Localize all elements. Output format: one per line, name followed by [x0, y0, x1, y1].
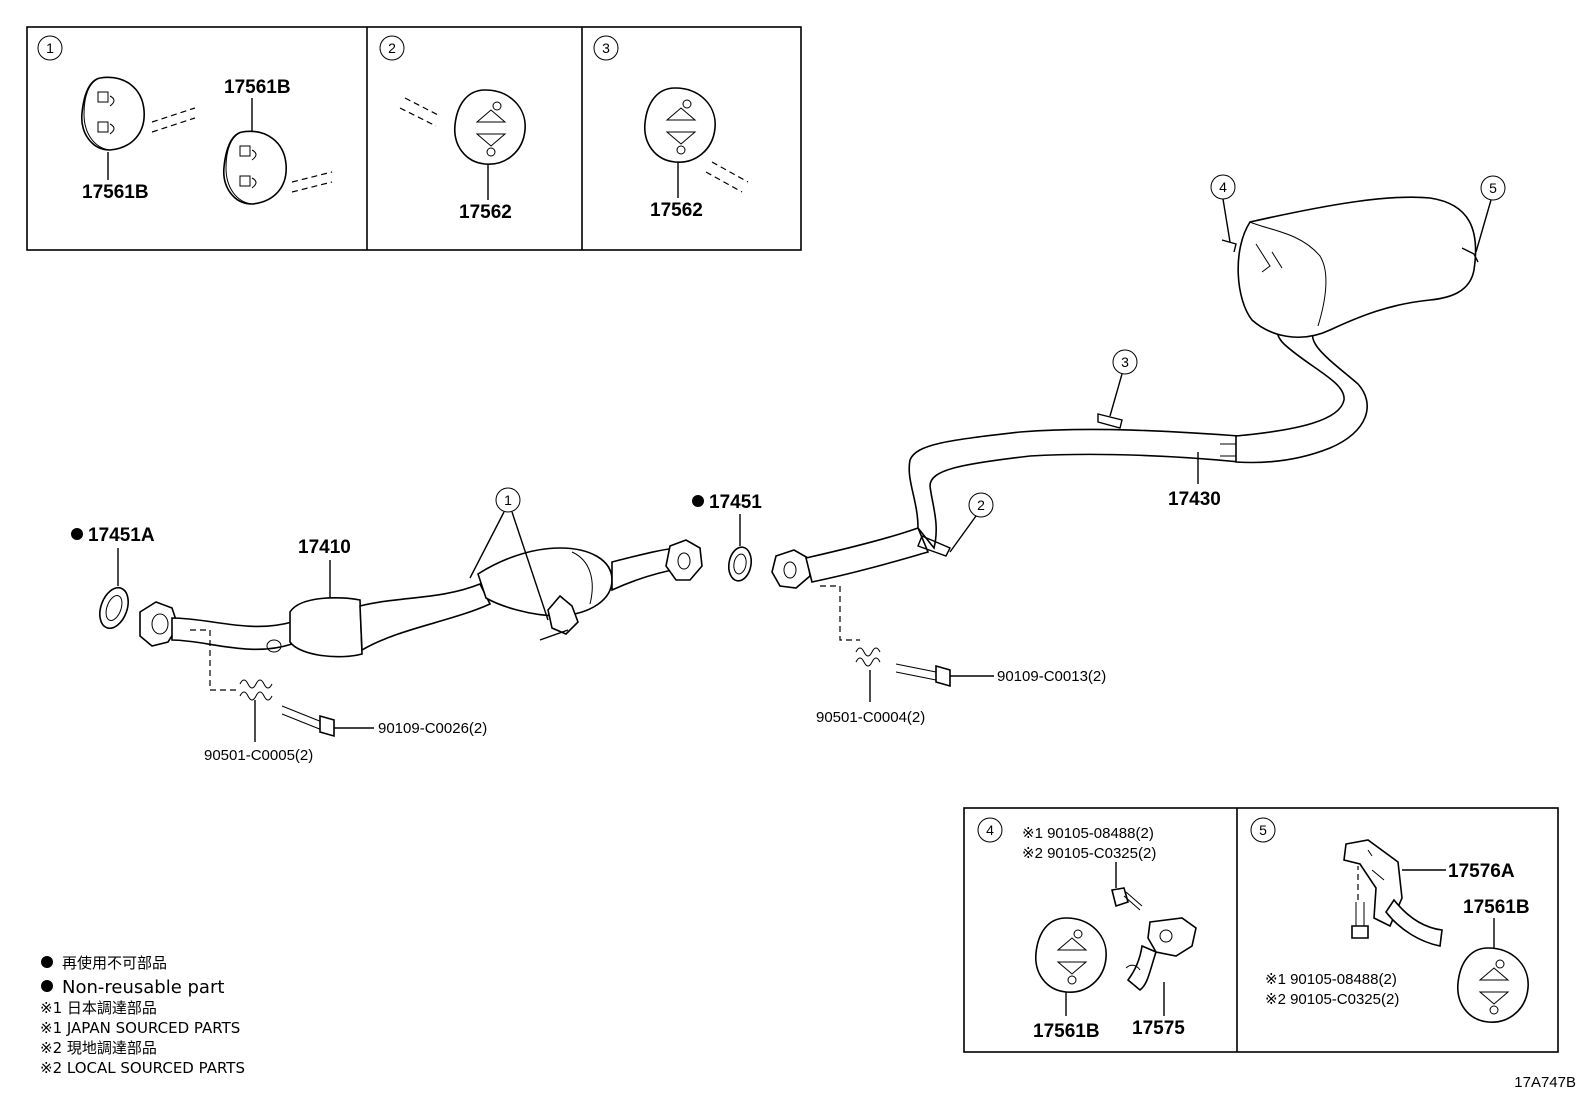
legend: 再使用不可部品 Non-reusable part ※1 日本調達部品 ※1 J… — [40, 954, 245, 1077]
callout-label-1-main: 1 — [504, 492, 512, 508]
callout-label-2: 2 — [388, 40, 396, 56]
part-label-17561B-a: 17561B — [82, 182, 149, 203]
callout-circle-4 — [977, 817, 1003, 843]
bolt-icon — [895, 663, 951, 688]
legend-dot-icon — [41, 980, 53, 992]
inset-frame-bottom — [963, 807, 1559, 1053]
catalytic-converter-front — [289, 596, 363, 658]
muffler — [1237, 196, 1477, 338]
part-label-17451: 17451 — [709, 492, 762, 513]
callout-label-3: 3 — [602, 40, 610, 56]
callout-label-1: 1 — [46, 40, 54, 56]
legend-jp-japan: ※1 日本調達部品 — [40, 999, 157, 1017]
diagram-code: 17A747B — [1514, 1074, 1576, 1091]
flange-rear — [665, 539, 703, 581]
bolt-note-1-a: ※1 90105-08488(2) — [1022, 825, 1154, 842]
callout-circle-5-main — [1480, 175, 1506, 201]
gasket-17451: 17451 — [692, 492, 762, 582]
bolt-icon — [281, 705, 335, 738]
part-label-17561B-b: 17561B — [224, 77, 291, 98]
inset-1: 1 17561B 17561B — [37, 35, 333, 205]
inset-4: 4 ※1 90105-08488(2) ※2 90105-C0325(2) 17… — [977, 817, 1197, 1042]
callout-label-5: 5 — [1259, 822, 1267, 838]
callout-label-2-main: 2 — [977, 497, 985, 513]
bolt-icon — [1111, 887, 1143, 911]
part-label-90501-C0004: 90501-C0004(2) — [816, 709, 925, 726]
non-reusable-dot — [692, 495, 704, 507]
gasket-17451A-icon — [99, 586, 129, 630]
tail-pipe-assembly-17430: 2 3 4 5 17430 90109-C0013(2) 90501-C0004… — [771, 174, 1506, 726]
callout-circle-3-main — [1112, 349, 1138, 375]
hanger-rod-4 — [1221, 239, 1237, 253]
legend-en-local: ※2 LOCAL SOURCED PARTS — [40, 1059, 245, 1077]
inset-3: 3 17562 — [593, 35, 749, 221]
part-label-90109-C0026: 90109-C0026(2) — [378, 720, 487, 737]
part-label-17430: 17430 — [1168, 489, 1221, 510]
inset-panel-bottom: 4 ※1 90105-08488(2) ※2 90105-C0325(2) 17… — [963, 807, 1559, 1053]
part-label-17575: 17575 — [1132, 1018, 1185, 1039]
hanger-rod-2 — [917, 535, 951, 557]
part-label-17451A: 17451A — [88, 525, 155, 546]
callout-circle-2-main — [968, 492, 994, 518]
bolt-icon — [1351, 902, 1369, 939]
legend-en-japan: ※1 JAPAN SOURCED PARTS — [40, 1019, 240, 1037]
legend-dot-icon — [41, 956, 53, 968]
part-label-90109-C0013: 90109-C0013(2) — [997, 668, 1106, 685]
hanger-bracket — [547, 594, 579, 635]
part-label-17561B-c: 17561B — [1033, 1021, 1100, 1042]
bolt-note-2-b: ※2 90105-C0325(2) — [1265, 991, 1399, 1008]
bolt-note-2-a: ※2 90105-C0325(2) — [1022, 845, 1156, 862]
rubber-hanger-icon — [454, 89, 526, 165]
callout-circle-3 — [593, 35, 619, 61]
inset-panel-top: 1 17561B 17561B 2 — [26, 26, 802, 251]
part-label-17576A: 17576A — [1448, 861, 1515, 882]
rubber-hanger-icon — [1035, 917, 1107, 993]
callout-circle-1 — [37, 35, 63, 61]
part-label-17561B-d: 17561B — [1463, 897, 1530, 918]
callout-label-4: 4 — [986, 822, 994, 838]
rubber-hanger-icon — [1457, 947, 1529, 1023]
rubber-hanger-icon — [81, 76, 145, 151]
legend-jp-nonreuse: 再使用不可部品 — [62, 954, 167, 972]
inset-frame-top — [26, 26, 802, 251]
callout-label-4-main: 4 — [1219, 179, 1227, 195]
part-label-17562-b: 17562 — [650, 200, 703, 221]
hanger-bracket-icon — [1343, 839, 1443, 947]
part-label-90501-C0005: 90501-C0005(2) — [204, 747, 313, 764]
front-pipe-assembly-17410: 17451A 17410 1 — [71, 487, 703, 764]
legend-jp-local: ※2 現地調達部品 — [40, 1039, 157, 1057]
callout-circle-2 — [379, 35, 405, 61]
rubber-hanger-icon — [223, 130, 287, 205]
inset-5: 5 17576A ※1 90105-08488(2) ※2 90105-C032… — [1250, 817, 1530, 1023]
exhaust-hanger-bracket-icon — [1125, 917, 1197, 992]
spring-icon — [855, 647, 881, 667]
spring-icon — [239, 679, 273, 701]
hanger-rod-3 — [1097, 413, 1123, 429]
callout-label-5-main: 5 — [1489, 180, 1497, 196]
callout-circle-1-main — [495, 487, 521, 513]
callout-label-3-main: 3 — [1121, 354, 1129, 370]
callout-circle-5 — [1250, 817, 1276, 843]
hanger-rod-5 — [1461, 247, 1479, 263]
flange-tail — [771, 549, 811, 589]
bolt-note-1-b: ※1 90105-08488(2) — [1265, 971, 1397, 988]
non-reusable-dot — [71, 528, 83, 540]
legend-en-nonreuse: Non-reusable part — [62, 977, 224, 998]
part-label-17410: 17410 — [298, 537, 351, 558]
inset-2: 2 17562 — [379, 35, 526, 223]
part-label-17562-a: 17562 — [459, 202, 512, 223]
rubber-hanger-icon — [644, 87, 716, 163]
